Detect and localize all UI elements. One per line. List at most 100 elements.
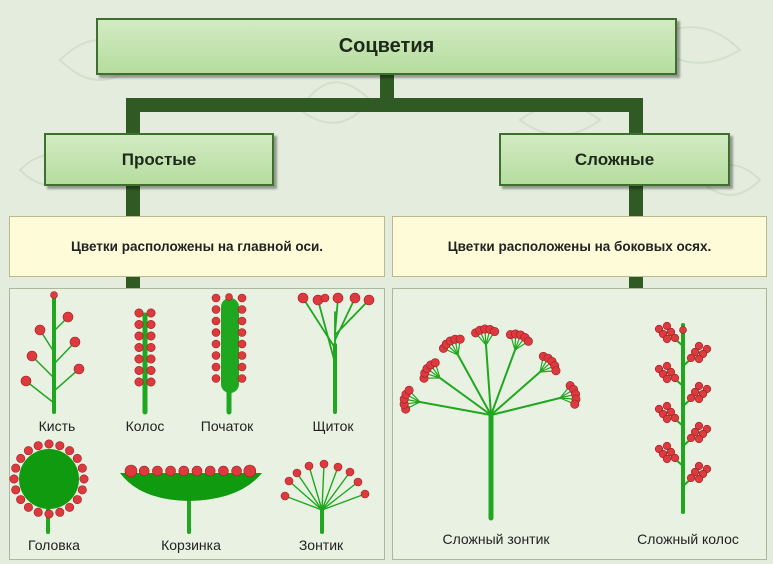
primary-ray bbox=[419, 401, 492, 416]
flower bbox=[237, 374, 247, 383]
flower bbox=[694, 394, 704, 404]
label-compound-spike: Сложный колос bbox=[637, 531, 739, 547]
flower bbox=[670, 413, 680, 423]
flower bbox=[77, 463, 87, 473]
pedicel bbox=[321, 493, 366, 511]
compound-spike-figure bbox=[654, 321, 712, 514]
flower bbox=[20, 375, 32, 387]
pedicel bbox=[296, 472, 323, 511]
flower bbox=[353, 477, 363, 487]
flower bbox=[237, 362, 247, 372]
flower bbox=[225, 293, 233, 301]
pedicel bbox=[321, 463, 325, 511]
complex-box: Сложные bbox=[499, 133, 730, 186]
primary-ray bbox=[439, 377, 492, 416]
flower bbox=[570, 399, 580, 409]
flower bbox=[44, 509, 54, 519]
flower bbox=[16, 495, 26, 505]
pedicel bbox=[288, 480, 323, 511]
flower bbox=[16, 453, 26, 463]
flower bbox=[690, 467, 700, 477]
flower bbox=[349, 292, 361, 304]
flower bbox=[320, 293, 330, 303]
flower bbox=[11, 485, 21, 495]
flower bbox=[280, 491, 290, 501]
simple-description-box: Цветки расположены на главной оси. bbox=[9, 216, 385, 277]
flower bbox=[134, 308, 144, 318]
flower bbox=[430, 358, 440, 368]
label-capitulum: Головка bbox=[28, 537, 80, 553]
flower bbox=[237, 305, 247, 314]
flower bbox=[231, 465, 242, 477]
flower bbox=[146, 308, 156, 318]
flower bbox=[551, 366, 561, 376]
flower bbox=[134, 331, 144, 341]
flower bbox=[690, 347, 700, 357]
flower bbox=[662, 321, 672, 331]
flower bbox=[211, 339, 221, 349]
flower bbox=[124, 464, 138, 478]
flower bbox=[211, 351, 221, 360]
primary-ray bbox=[457, 354, 492, 416]
label-corymb: Щиток bbox=[312, 418, 354, 434]
basket-figure bbox=[120, 464, 262, 534]
spike-figure bbox=[134, 308, 156, 415]
capitulum-figure bbox=[9, 439, 89, 534]
flower bbox=[694, 341, 704, 351]
fleshy-axis bbox=[221, 298, 239, 393]
pedicel bbox=[321, 466, 339, 511]
flower bbox=[686, 393, 696, 403]
flower bbox=[178, 465, 190, 477]
simple-description: Цветки расположены на главной оси. bbox=[70, 239, 324, 254]
flower bbox=[34, 324, 46, 336]
flower bbox=[134, 354, 144, 364]
flower bbox=[218, 465, 229, 477]
complex-description: Цветки расположены на боковых осях. bbox=[447, 239, 712, 254]
flower bbox=[662, 414, 672, 424]
flower bbox=[33, 441, 43, 451]
primary-ray bbox=[490, 349, 516, 416]
flower bbox=[292, 468, 302, 478]
flower bbox=[9, 474, 19, 484]
flower bbox=[237, 339, 247, 349]
flower bbox=[50, 291, 58, 299]
flower bbox=[237, 316, 247, 326]
flower bbox=[666, 367, 676, 377]
pedicel bbox=[25, 380, 55, 404]
flower bbox=[670, 373, 680, 383]
flower bbox=[62, 311, 74, 323]
compound-umbel-figure bbox=[399, 324, 581, 521]
flower bbox=[686, 433, 696, 443]
pedicel bbox=[321, 481, 359, 511]
pedicel bbox=[53, 368, 80, 392]
flower bbox=[55, 507, 65, 517]
flower bbox=[204, 465, 216, 477]
flower bbox=[670, 333, 680, 343]
receptacle bbox=[19, 449, 79, 509]
flower bbox=[694, 461, 704, 471]
flower bbox=[523, 336, 533, 346]
flower bbox=[284, 476, 294, 486]
flower bbox=[152, 465, 163, 477]
flower bbox=[662, 441, 672, 451]
flower bbox=[134, 342, 144, 352]
flower bbox=[146, 377, 156, 387]
flower bbox=[73, 363, 85, 375]
flower bbox=[69, 336, 81, 348]
flower bbox=[694, 381, 704, 391]
pedicel bbox=[321, 471, 351, 511]
label-basket: Корзинка bbox=[161, 537, 221, 553]
flower bbox=[662, 374, 672, 384]
flower bbox=[211, 328, 221, 337]
flower bbox=[694, 354, 704, 364]
flower bbox=[146, 319, 156, 329]
flower bbox=[237, 351, 247, 360]
flower bbox=[134, 319, 144, 329]
complex-panel bbox=[392, 288, 767, 560]
flower bbox=[211, 362, 221, 372]
flower bbox=[662, 401, 672, 411]
label-raceme: Кисть bbox=[38, 418, 76, 434]
pedicel bbox=[284, 495, 323, 511]
flower bbox=[243, 464, 257, 478]
